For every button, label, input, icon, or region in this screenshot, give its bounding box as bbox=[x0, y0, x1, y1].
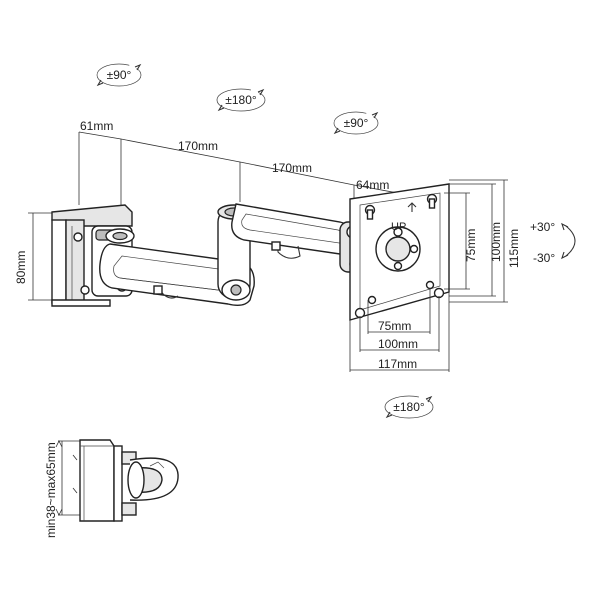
dimension-label-vesa-75-width: 75mm bbox=[378, 319, 411, 333]
rotation-label: ±180° bbox=[393, 400, 425, 414]
vesa-plate: UP bbox=[349, 183, 450, 321]
tilt-indicator: +30° -30° bbox=[530, 220, 576, 265]
rotation-label: ±90° bbox=[344, 116, 369, 130]
dimension-label-head-offset: 64mm bbox=[356, 178, 389, 192]
dimension-label-vesa-100-width: 100mm bbox=[378, 337, 418, 351]
clamp-side-view: min38~max65mm bbox=[44, 439, 179, 538]
rotation-indicator-top-left: ±90° bbox=[96, 63, 142, 87]
rotation-indicator-bottom-center: ±180° bbox=[384, 395, 434, 419]
dimension-label-clamp-height: 80mm bbox=[14, 251, 28, 284]
vesa-vertical-dimensions: 75mm 100mm 115mm bbox=[444, 179, 521, 303]
clamp-height-dimension: 80mm bbox=[14, 212, 55, 301]
dimension-label-desk-thickness: min38~max65mm bbox=[44, 442, 58, 538]
rotation-indicator-top-center: ±180° bbox=[216, 88, 266, 112]
plate-up-marking: UP bbox=[391, 221, 406, 233]
dimension-label-clamp-width: 61mm bbox=[80, 119, 113, 133]
rotation-label: ±180° bbox=[225, 93, 257, 107]
dimension-label-arm1: 170mm bbox=[178, 139, 218, 153]
dimension-label-arm2: 170mm bbox=[272, 161, 312, 175]
dimension-label-plate-height: 115mm bbox=[507, 229, 521, 268]
dimension-label-vesa-100-height: 100mm bbox=[489, 222, 503, 262]
first-arm bbox=[99, 243, 255, 307]
top-dimension-chain: 61mm 170mm 170mm 64mm bbox=[78, 119, 399, 210]
dimension-label-plate-width: 117mm bbox=[378, 357, 417, 371]
rotation-indicator-top-right: ±90° bbox=[333, 111, 379, 135]
rotation-label: ±90° bbox=[107, 68, 132, 82]
vesa-horizontal-dimensions: 75mm 100mm 117mm bbox=[349, 288, 450, 372]
tilt-up-label: +30° bbox=[530, 220, 555, 234]
tilt-down-label: -30° bbox=[533, 251, 555, 265]
dimension-label-vesa-75-height: 75mm bbox=[464, 229, 478, 262]
